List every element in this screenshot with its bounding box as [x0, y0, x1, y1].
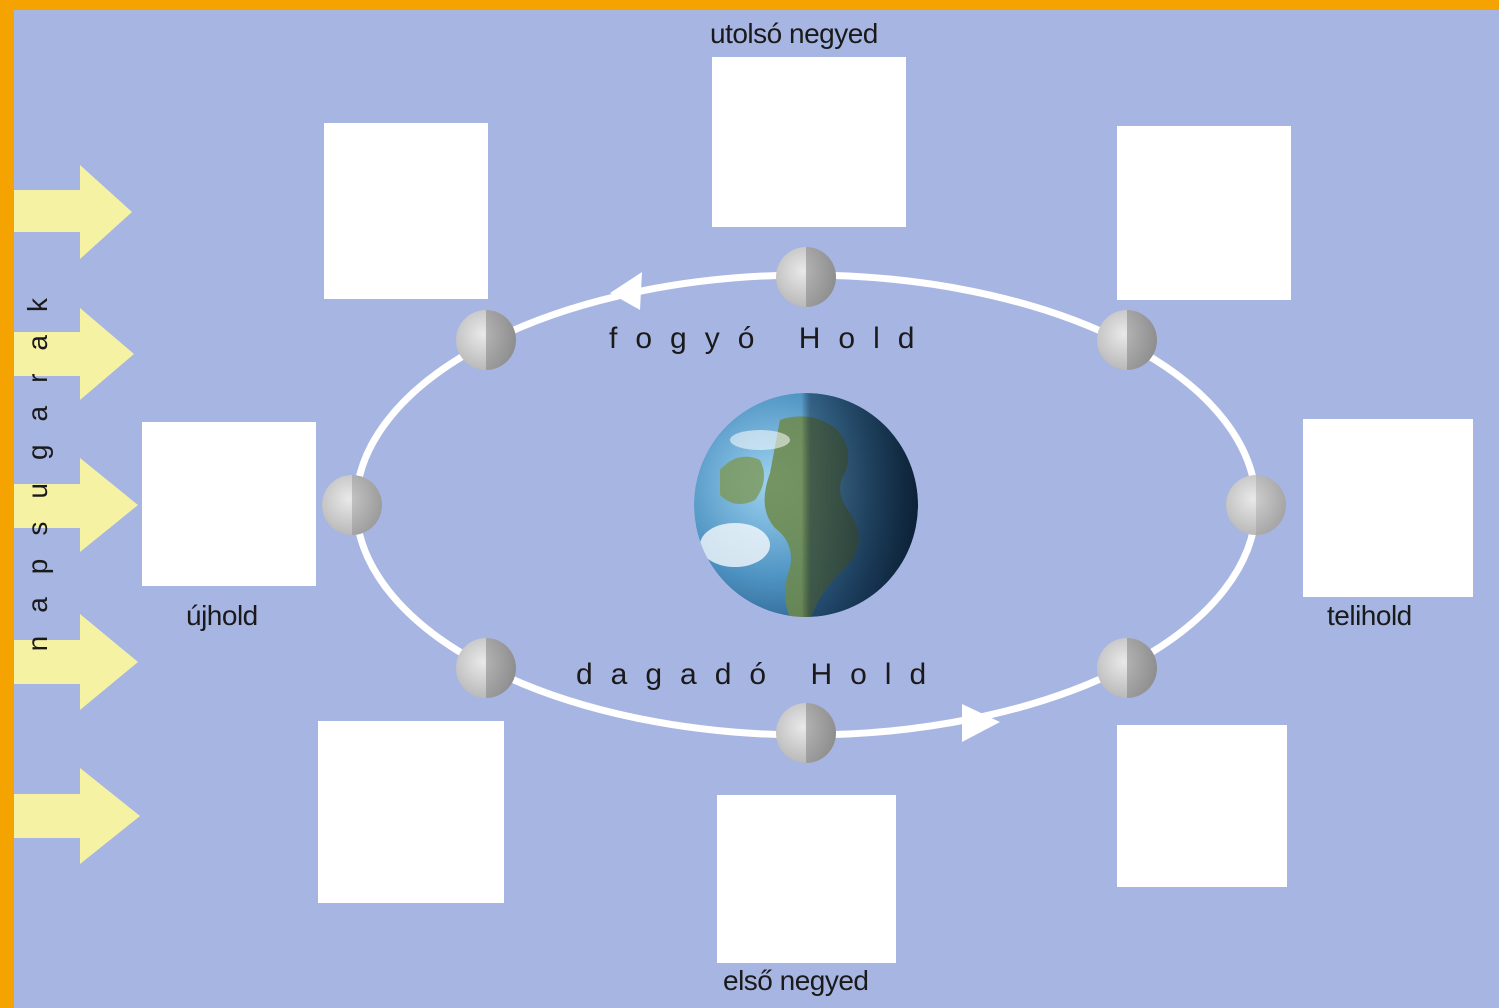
label-sun-rays: napsugarak — [22, 275, 54, 651]
answer-box-top-left[interactable] — [324, 123, 488, 299]
moon — [1097, 638, 1157, 698]
diagram-frame: utolsó negyed első negyed újhold telihol… — [14, 10, 1499, 1008]
sun-ray-arrow — [14, 768, 140, 864]
sun-ray-arrow — [14, 165, 132, 259]
orbit-direction-arrow-bottom — [962, 704, 1000, 742]
answer-box-bottom-left[interactable] — [318, 721, 504, 903]
label-waning-moon: fogyó Hold — [609, 322, 932, 356]
moon — [322, 475, 382, 535]
label-full-moon: telihold — [1327, 600, 1412, 632]
moon — [1226, 475, 1286, 535]
moon — [456, 310, 516, 370]
label-new-moon: újhold — [186, 600, 258, 632]
answer-box-left[interactable] — [142, 422, 316, 586]
answer-box-bottom-right[interactable] — [1117, 725, 1287, 887]
moon — [776, 703, 836, 763]
answer-box-bottom[interactable] — [717, 795, 896, 963]
orbit-direction-arrow-top — [610, 272, 642, 310]
answer-box-top-right[interactable] — [1117, 126, 1291, 300]
moon — [456, 638, 516, 698]
answer-box-top[interactable] — [712, 57, 906, 227]
moon — [1097, 310, 1157, 370]
earth — [694, 393, 918, 624]
moon — [776, 247, 836, 307]
label-first-quarter: első negyed — [723, 965, 869, 997]
label-last-quarter: utolsó negyed — [710, 18, 878, 50]
answer-box-right[interactable] — [1303, 419, 1473, 597]
label-waxing-moon: dagadó Hold — [576, 658, 944, 692]
